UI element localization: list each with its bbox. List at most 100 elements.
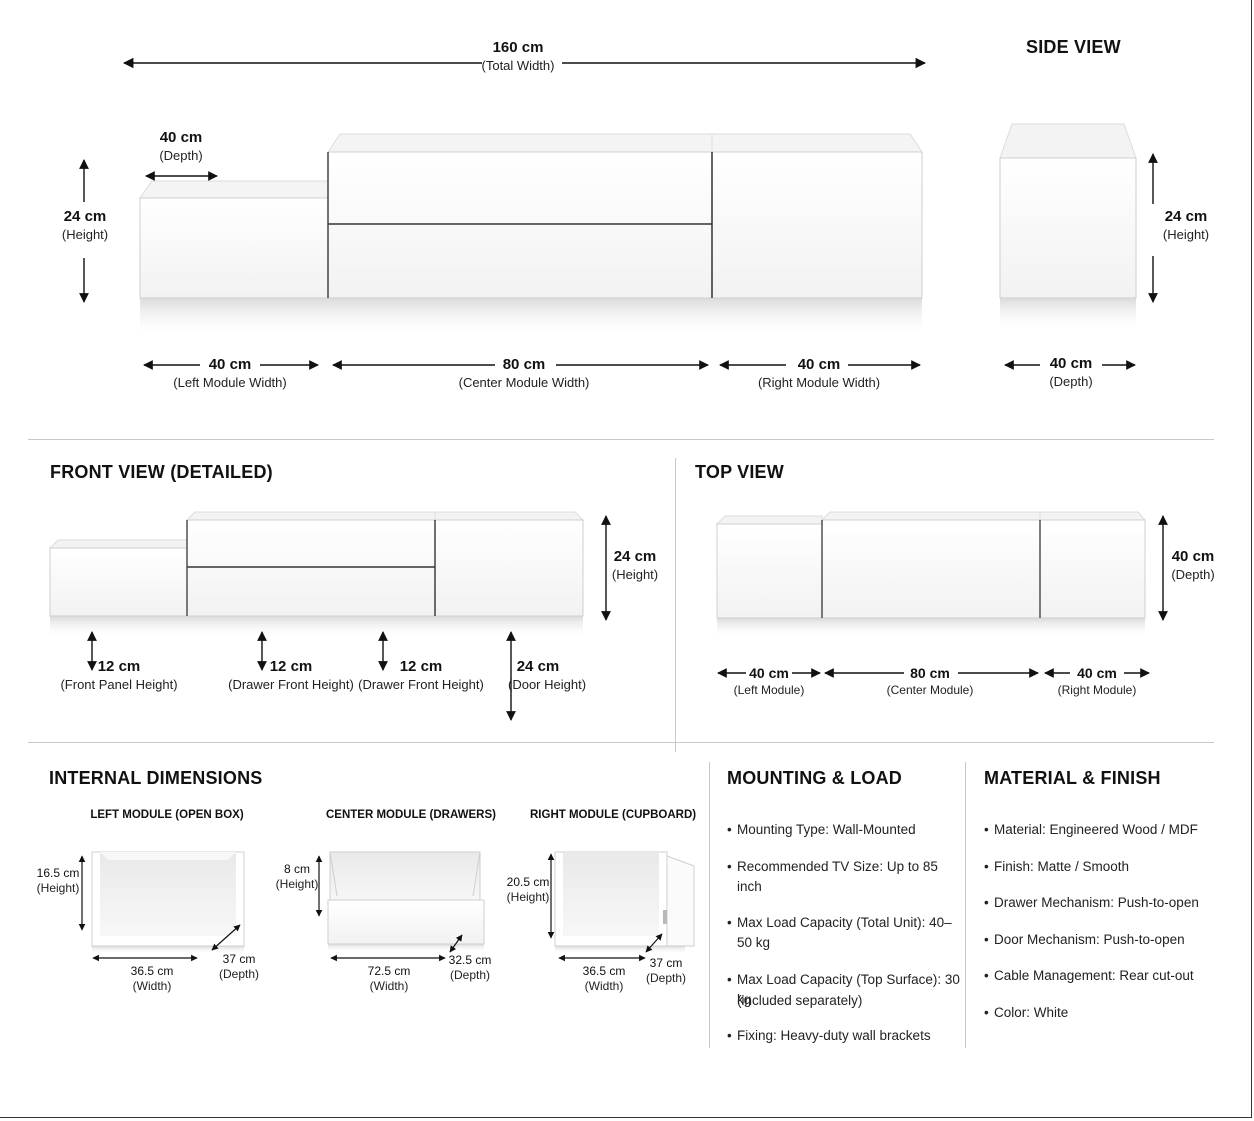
internal-center-height-label: (Height) [275,877,319,891]
internal-center-depth: 32.5 cm (Depth) [445,953,495,983]
door-label: (Door Height) [508,676,587,692]
right-width-dimension: 40 cm (Right Module Width) [744,356,894,391]
internal-center-height-value: 8 cm [283,862,310,876]
internal-left-height: 16.5 cm (Height) [33,866,83,896]
main-depth-value: 40 cm [159,129,203,146]
internal-left-height-value: 16.5 cm [36,866,80,880]
drawer-front-1-value: 12 cm [269,658,313,675]
side-depth-dimension: 40 cm (Depth) [1031,355,1111,390]
top-left-dimension: 40 cm (Left Module) [724,665,814,698]
internal-right-title: RIGHT MODULE (CUPBOARD) [530,809,697,821]
internal-center-depth-label: (Depth) [449,968,490,982]
material-item: Door Mechanism: Push-to-open [984,930,1224,950]
front-panel-label: (Front Panel Height) [60,676,178,692]
top-center-label: (Center Module) [886,682,974,697]
top-center-value: 80 cm [910,665,950,681]
internal-right-depth-value: 37 cm [649,956,683,970]
mounting-item: Fixing: Heavy-duty wall brackets [727,1026,963,1046]
divider-mounting-material [965,762,966,1048]
internal-right-width-value: 36.5 cm [582,964,626,978]
material-list: Material: Engineered Wood / MDF Finish: … [984,820,1224,1039]
drawer-front-2-dimension: 12 cm (Drawer Front Height) [356,658,486,693]
main-depth-label: (Depth) [159,147,203,163]
top-right-value: 40 cm [1077,665,1117,681]
internal-left-width: 36.5 cm (Width) [122,964,182,994]
side-depth-label: (Depth) [1049,373,1093,389]
internal-right-depth-label: (Depth) [645,971,686,985]
total-width-label: (Total Width) [481,57,555,73]
center-width-value: 80 cm [502,356,546,373]
left-width-value: 40 cm [208,356,252,373]
drawer-front-1-dimension: 12 cm (Drawer Front Height) [226,658,356,693]
top-right-label: (Right Module) [1057,682,1137,697]
main-height-label: (Height) [61,226,109,242]
divider-internal-mounting [709,762,710,1048]
main-depth-dimension: 40 cm (Depth) [141,129,221,164]
mounting-list: Mounting Type: Wall-Mounted Recommended … [727,820,963,1050]
main-height-dimension: 24 cm (Height) [45,208,125,243]
internal-center-width-value: 72.5 cm [367,964,411,978]
top-left-label: (Left Module) [733,682,805,697]
front-height-value: 24 cm [613,548,657,565]
side-height-value: 24 cm [1164,208,1208,225]
drawer-front-2-label: (Drawer Front Height) [358,676,484,692]
internal-left-width-value: 36.5 cm [130,964,174,978]
divider-front-top [675,458,676,752]
internal-center-width: 72.5 cm (Width) [359,964,419,994]
door-value: 24 cm [516,658,560,675]
internal-right-drawing [547,851,695,962]
center-width-label: (Center Module Width) [458,374,590,390]
internal-center-depth-value: 32.5 cm [448,953,492,967]
drawer-front-1-label: (Drawer Front Height) [228,676,354,692]
mounting-item: Max Load Capacity (Top Surface): 30 kg [727,970,963,1010]
right-width-label: (Right Module Width) [757,374,881,390]
divider-middle [28,742,1214,743]
internal-right-depth: 37 cm (Depth) [643,956,689,986]
top-depth-dimension: 40 cm (Depth) [1158,548,1228,583]
door-dimension: 24 cm (Door Height) [508,658,587,693]
top-right-dimension: 40 cm (Right Module) [1052,665,1142,698]
internal-right-height-label: (Height) [506,890,550,904]
center-width-dimension: 80 cm (Center Module Width) [444,356,604,391]
internal-right-width: 36.5 cm (Width) [574,964,634,994]
front-view-drawing [48,511,611,721]
side-height-dimension: 24 cm (Height) [1146,208,1226,243]
top-center-dimension: 80 cm (Center Module) [880,665,980,698]
mounting-item: Max Load Capacity (Total Unit): 40–50 kg [727,913,963,953]
front-panel-dimension: 12 cm (Front Panel Height) [54,658,184,693]
left-width-dimension: 40 cm (Left Module Width) [160,356,300,391]
side-depth-value: 40 cm [1049,355,1093,372]
mounting-item: Recommended TV Size: Up to 85 inch [727,857,963,897]
side-height-label: (Height) [1162,226,1210,242]
internal-dimensions-title: INTERNAL DIMENSIONS [49,768,263,788]
top-depth-label: (Depth) [1171,566,1215,582]
side-view-title: SIDE VIEW [1026,37,1121,57]
front-panel-value: 12 cm [97,658,141,675]
internal-left-title: LEFT MODULE (OPEN BOX) [90,809,244,821]
mounting-item-continuation: (included separately) [737,993,863,1008]
top-left-value: 40 cm [749,665,789,681]
internal-left-drawing [78,851,245,962]
main-height-value: 24 cm [63,208,107,225]
internal-center-drawing [315,851,485,962]
side-view-drawing [999,123,1158,370]
internal-center-height: 8 cm (Height) [274,862,320,892]
front-height-label: (Height) [611,566,659,582]
internal-right-width-label: (Width) [584,979,624,993]
internal-left-height-label: (Height) [36,881,80,895]
material-item: Material: Engineered Wood / MDF [984,820,1224,840]
internal-left-depth-label: (Depth) [218,967,259,981]
top-view-title: TOP VIEW [695,462,784,482]
internal-left-depth-value: 37 cm [222,952,256,966]
mounting-title: MOUNTING & LOAD [727,768,902,788]
material-item: Color: White [984,1003,1224,1023]
main-view-drawing [79,57,927,370]
top-depth-value: 40 cm [1171,548,1215,565]
material-title: MATERIAL & FINISH [984,768,1161,788]
total-width-value: 160 cm [492,39,544,56]
internal-center-title: CENTER MODULE (DRAWERS) [326,809,496,821]
left-width-label: (Left Module Width) [173,374,287,390]
front-view-title: FRONT VIEW (DETAILED) [50,462,273,482]
